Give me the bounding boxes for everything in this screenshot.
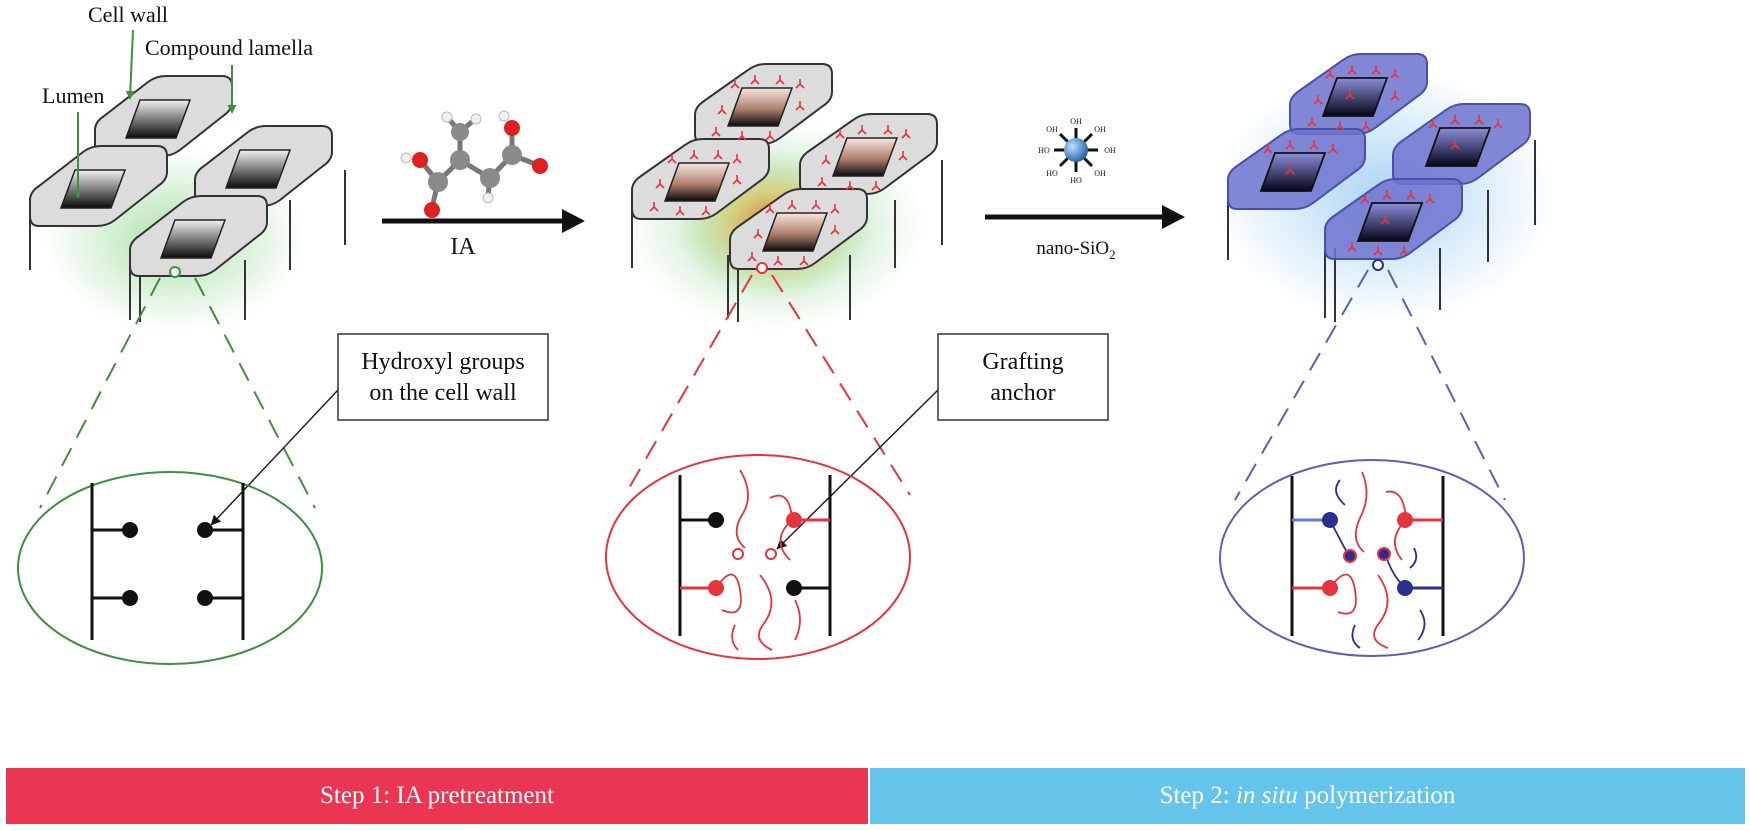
svg-text:HO: HO: [1038, 146, 1050, 155]
hydroxyl-site-marker: [169, 266, 181, 278]
svg-text:OH: OH: [1094, 125, 1106, 134]
zoom-lines: [39, 269, 1506, 509]
itaconic-acid-molecule: [400, 110, 548, 218]
lumen-label: Lumen: [42, 83, 104, 108]
wood-block-untreated: [29, 75, 346, 330]
grafting-callout: Grafting anchor: [776, 333, 1109, 550]
svg-text:OH: OH: [1070, 117, 1082, 126]
zoom-ellipse-hydroxyl: [17, 471, 323, 665]
wood-block-ia-treated: [625, 63, 943, 330]
grafting-label-line1: Grafting: [982, 349, 1063, 375]
block1-labels: Cell wall Compound lamella Lumen: [42, 2, 313, 199]
step1-label: Step 1: IA pretreatment: [320, 782, 554, 809]
svg-text:OH: OH: [1104, 146, 1116, 155]
svg-text:OH: OH: [1046, 125, 1058, 134]
step1-banner: Step 1: IA pretreatment: [6, 768, 868, 824]
nano-sio2-label: nano-SiO2: [1036, 238, 1115, 262]
svg-text:OH: OH: [1094, 169, 1106, 178]
polymer-site-marker: [1372, 259, 1384, 271]
svg-text:HO: HO: [1070, 176, 1082, 185]
zoom-ellipse-polymerized: [1219, 459, 1525, 657]
hydroxyl-label-line2: on the cell wall: [369, 380, 517, 406]
hydroxyl-label-line1: Hydroxyl groups: [361, 349, 524, 375]
svg-text:HO: HO: [1046, 169, 1058, 178]
step2-label: Step 2: in situ polymerization: [1159, 782, 1456, 809]
cell-wall-label: Cell wall: [88, 2, 168, 27]
hydroxyl-callout: Hydroxyl groups on the cell wall: [210, 333, 549, 526]
nano-sio2-particle: OH HO OH HO OH OH OH HO: [1038, 117, 1116, 185]
grafting-site-marker: [756, 262, 768, 274]
compound-lamella-label: Compound lamella: [145, 35, 313, 60]
grafting-label-line2: anchor: [990, 380, 1055, 406]
wood-block-polymerized: [1215, 53, 1555, 322]
zoom-ellipse-grafting: [605, 454, 911, 660]
step2-banner: Step 2: in situ polymerization: [870, 768, 1745, 824]
ia-label: IA: [450, 234, 476, 260]
